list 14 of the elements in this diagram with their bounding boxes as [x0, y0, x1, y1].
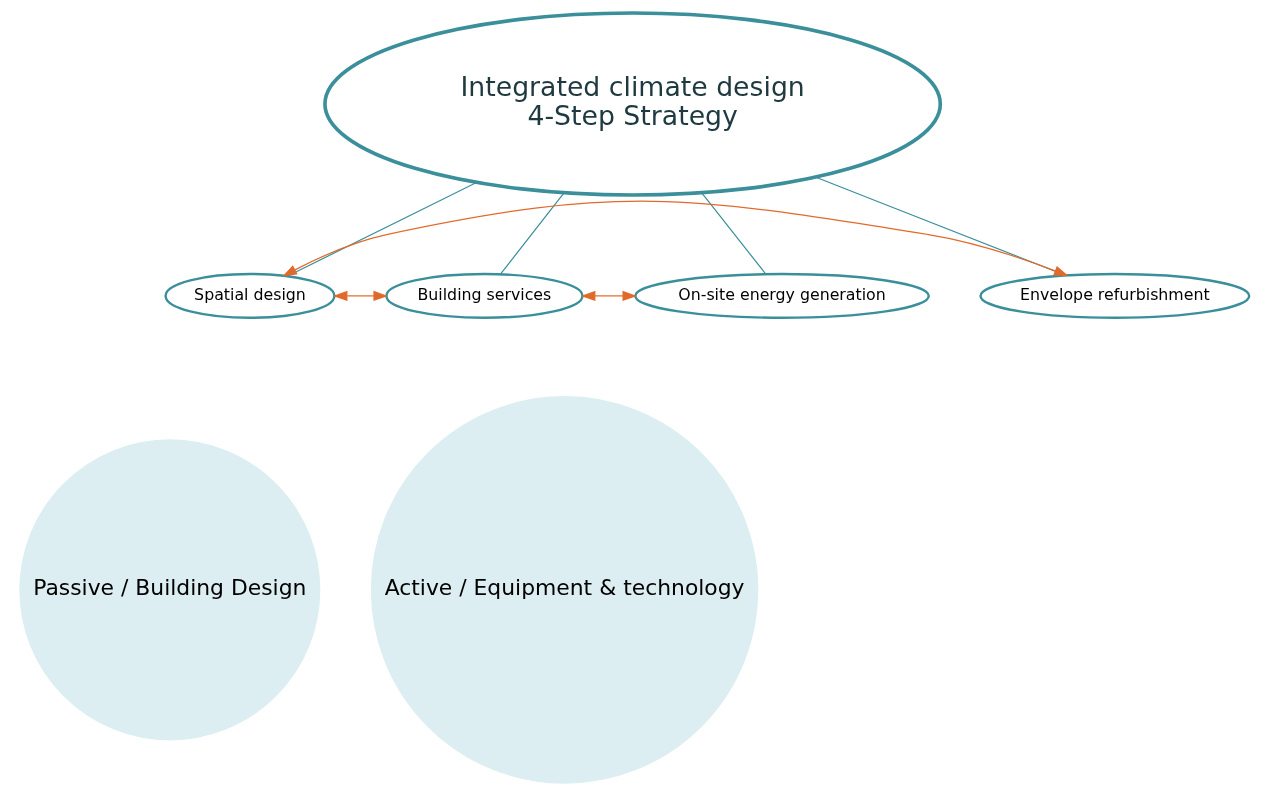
node-ellipse: Building services [384, 272, 584, 319]
node-circle: Passive / Building Design [18, 439, 320, 741]
node-ellipse: Integrated climate design 4-Step Strategy [322, 11, 942, 197]
connector [499, 192, 564, 275]
connector [286, 181, 477, 277]
node-ellipse: Spatial design [163, 272, 336, 319]
node-ellipse: Envelope refurbishment [978, 272, 1250, 319]
node-circle: Active / Equipment & technology [370, 396, 758, 784]
arrow [281, 200, 1069, 277]
node-ellipse: On-site energy generation [633, 272, 930, 319]
arrow [332, 290, 388, 301]
connector [814, 176, 1067, 277]
arrow [580, 290, 637, 301]
connector [700, 192, 766, 275]
